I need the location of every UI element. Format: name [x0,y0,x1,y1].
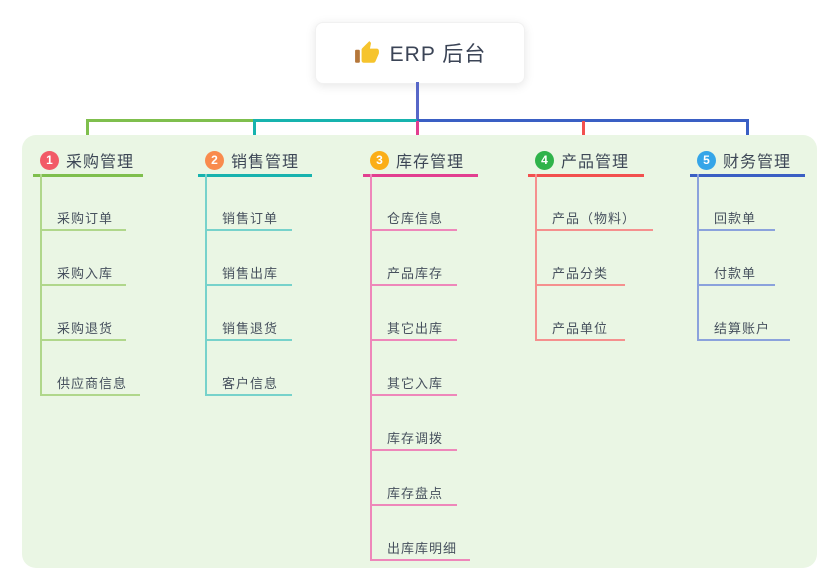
child-node[interactable]: 仓库信息 [387,211,444,226]
branch-underline [690,174,805,177]
branch-header-purchase[interactable]: 1 采购管理 [40,149,134,171]
child-node[interactable]: 付款单 [714,266,757,281]
child-underline [370,559,470,561]
child-node[interactable]: 采购订单 [57,211,114,226]
child-underline [370,394,457,396]
child-node[interactable]: 产品（物料） [552,211,637,226]
child-node[interactable]: 产品单位 [552,321,609,336]
child-underline [205,284,292,286]
root-node-label: ERP 后台 [389,43,487,66]
child-node[interactable]: 客户信息 [222,376,279,391]
child-node[interactable]: 其它出库 [387,321,444,336]
child-node[interactable]: 销售出库 [222,266,279,281]
child-underline [370,504,457,506]
child-underline [370,339,457,341]
connector-bus-teal [254,119,418,122]
branch-spine-line [697,174,699,341]
branch-number-badge: 4 [535,150,554,170]
child-node[interactable]: 销售退货 [222,321,279,336]
child-node[interactable]: 产品分类 [552,266,609,281]
connector-drop-product [582,121,585,146]
branch-label: 销售管理 [231,154,300,171]
child-node[interactable]: 销售订单 [222,211,279,226]
child-underline [535,284,625,286]
child-underline [697,339,790,341]
child-node[interactable]: 其它入库 [387,376,444,391]
child-underline [40,229,126,231]
child-node[interactable]: 库存调拨 [387,431,444,446]
branch-header-product[interactable]: 4 产品管理 [535,149,629,171]
branch-label: 产品管理 [561,154,630,171]
connector-bus-blue [417,119,749,122]
branch-underline [33,174,143,177]
child-node[interactable]: 结算账户 [714,321,771,336]
child-node[interactable]: 采购入库 [57,266,114,281]
child-underline [697,284,775,286]
branch-spine-line [370,174,372,561]
child-underline [370,284,457,286]
branch-number-badge: 3 [370,150,389,170]
branch-header-inventory[interactable]: 3 库存管理 [370,149,464,171]
branch-underline [198,174,312,177]
connector-drop-finance [746,121,749,146]
branch-label: 采购管理 [66,154,135,171]
child-underline [205,229,292,231]
child-underline [40,284,126,286]
branch-number-badge: 1 [40,150,59,170]
child-node[interactable]: 出库库明细 [387,541,458,556]
child-underline [205,339,292,341]
branch-header-finance[interactable]: 5 财务管理 [697,149,791,171]
connector-bus-green [86,119,257,122]
child-underline [370,229,457,231]
branch-spine-line [535,174,537,341]
branch-number-badge: 2 [205,150,224,170]
child-underline [370,449,457,451]
branch-underline [528,174,644,177]
child-underline [40,339,126,341]
thumbs-up-icon [354,41,379,63]
connector-drop-sales [253,119,256,146]
child-underline [535,339,625,341]
child-underline [40,394,140,396]
root-connector-line [416,82,419,121]
child-node[interactable]: 采购退货 [57,321,114,336]
child-underline [697,229,775,231]
mindmap-background-panel [22,135,817,568]
child-node[interactable]: 库存盘点 [387,486,444,501]
root-node-erp[interactable]: ERP 后台 [315,22,525,84]
branch-label: 库存管理 [396,154,465,171]
child-node[interactable]: 回款单 [714,211,757,226]
branch-underline [363,174,478,177]
child-underline [205,394,292,396]
child-node[interactable]: 供应商信息 [57,376,128,391]
child-underline [535,229,653,231]
connector-drop-purchase [86,119,89,146]
child-node[interactable]: 产品库存 [387,266,444,281]
connector-drop-inventory [416,121,419,146]
branch-label: 财务管理 [723,154,792,171]
branch-number-badge: 5 [697,150,716,170]
branch-header-sales[interactable]: 2 销售管理 [205,149,299,171]
